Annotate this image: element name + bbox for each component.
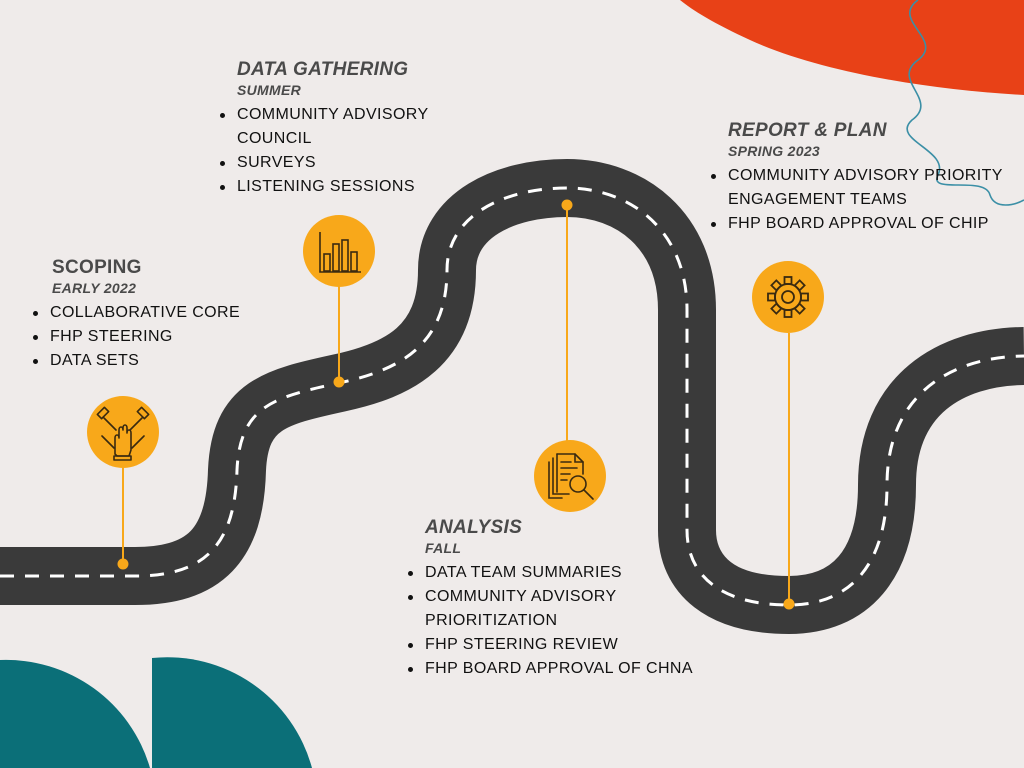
gear-tooth [800, 292, 809, 302]
list-item: LISTENING SESSIONS [220, 175, 459, 199]
icon-circle [87, 396, 159, 468]
list-item: FHP BOARD APPROVAL OF CHIP [711, 212, 1015, 236]
list-item: COMMUNITY ADVISORY COUNCIL [220, 103, 459, 151]
winding-road [0, 159, 1024, 634]
gear-tooth [767, 292, 776, 302]
phase-item-list: COLLABORATIVE CORE FHP STEERING DATA SET… [32, 301, 292, 373]
phase-title: REPORT & PLAN [728, 120, 887, 141]
gear-tooth [783, 276, 793, 285]
orange-blob-decoration [680, 0, 1024, 95]
phase-data-gathering: DATA GATHERING SUMMER COMMUNITY ADVISORY… [219, 59, 459, 199]
document-magnifier-icon [548, 453, 594, 500]
teal-quarter-circle-left [0, 659, 150, 768]
road-anchor-dot [783, 598, 795, 610]
phase-item-list: COMMUNITY ADVISORY PRIORITY ENGAGEMENT T… [710, 164, 1015, 236]
list-item: SURVEYS [220, 151, 459, 175]
gear-tooth [770, 302, 783, 315]
bar-chart-icon [319, 232, 361, 273]
list-item: FHP BOARD APPROVAL OF CHNA [408, 657, 727, 681]
road-anchor-dot [117, 558, 129, 570]
marker-report-plan [752, 261, 824, 610]
phase-subtitle: FALL [425, 540, 462, 556]
list-item: FHP STEERING REVIEW [408, 633, 727, 657]
gear-icon [767, 276, 809, 318]
teamwork-hands-icon [96, 406, 150, 461]
wavy-line-decoration [906, 0, 1024, 206]
phase-title: ANALYSIS [425, 517, 523, 538]
phase-subtitle: SUMMER [237, 82, 302, 98]
icon-circle [534, 440, 606, 512]
gear-tooth [793, 302, 806, 315]
list-item: COMMUNITY ADVISORY PRIORITIZATION [408, 585, 655, 633]
marker-analysis [534, 199, 606, 512]
phase-subtitle: SPRING 2023 [728, 143, 821, 159]
phase-scoping: SCOPING EARLY 2022 COLLABORATIVE CORE FH… [32, 257, 292, 373]
road-anchor-dot [333, 376, 345, 388]
phase-subtitle: EARLY 2022 [52, 280, 137, 296]
phase-title: SCOPING [52, 257, 142, 278]
list-item: COLLABORATIVE CORE [33, 301, 292, 325]
road-anchor-dot [561, 199, 573, 211]
phase-item-list: COMMUNITY ADVISORY COUNCIL SURVEYS LISTE… [219, 103, 459, 199]
phase-analysis: ANALYSIS FALL DATA TEAM SUMMARIES COMMUN… [407, 517, 727, 681]
icon-circle [752, 261, 824, 333]
marker-scoping [87, 396, 159, 570]
list-item: DATA SETS [33, 349, 292, 373]
list-item: COMMUNITY ADVISORY PRIORITY ENGAGEMENT T… [711, 164, 1013, 212]
gear-tooth [770, 279, 783, 292]
gear-tooth [783, 309, 793, 318]
list-item: FHP STEERING [33, 325, 292, 349]
gear-tooth [793, 279, 806, 292]
marker-data-gathering [303, 215, 375, 388]
phase-item-list: DATA TEAM SUMMARIES COMMUNITY ADVISORY P… [407, 561, 727, 681]
list-item: DATA TEAM SUMMARIES [408, 561, 727, 585]
phase-report-plan: REPORT & PLAN SPRING 2023 COMMUNITY ADVI… [710, 120, 1015, 236]
phase-title: DATA GATHERING [237, 59, 409, 80]
teal-quarter-circle-right [152, 657, 312, 768]
